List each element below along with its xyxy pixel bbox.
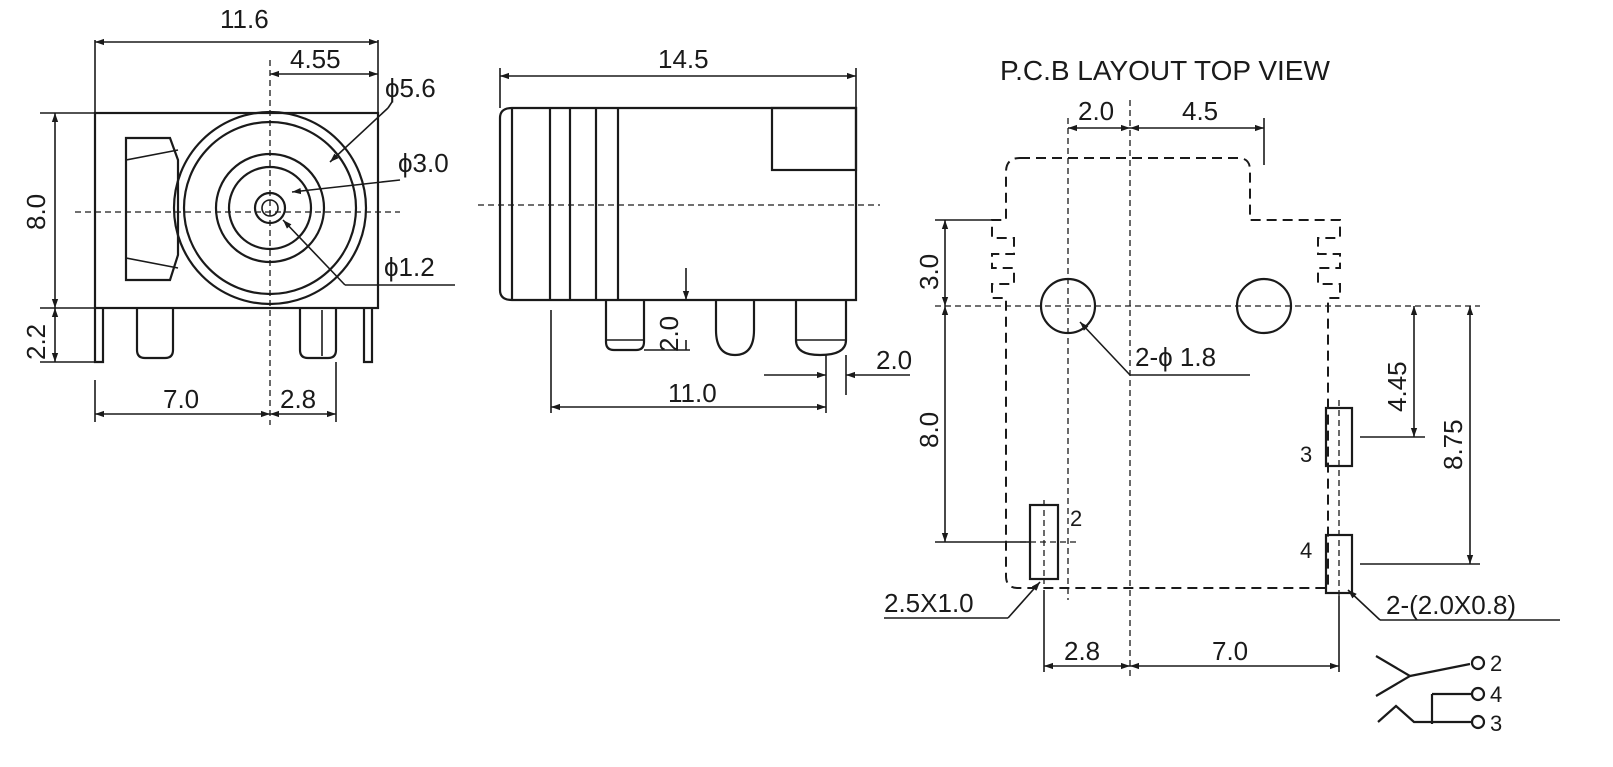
front-view: 11.6 4.55 ϕ5.6 ϕ3.0 ϕ1.2 8.0 2.2 7.0 2.8 <box>21 4 455 425</box>
dim-7-0-front: 7.0 <box>163 384 199 414</box>
schematic-pin-3: 3 <box>1490 711 1502 736</box>
dim-dia-5-6: ϕ5.6 <box>385 73 436 103</box>
dim-hole-dia: 2-ϕ 1.8 <box>1135 342 1216 372</box>
pcb-layout-view: P.C.B LAYOUT TOP VIEW 2 3 4 2.0 4.5 3.0 <box>884 55 1560 680</box>
dim-11-6: 11.6 <box>220 4 269 34</box>
dim-2-0-pin: 2.0 <box>654 316 684 352</box>
dim-8-0-front: 8.0 <box>21 194 51 230</box>
dim-7-0-bottom: 7.0 <box>1212 636 1248 666</box>
dim-4-45: 4.45 <box>1382 361 1412 412</box>
dim-pad-2x2-0x0-8: 2-(2.0X0.8) <box>1386 590 1516 620</box>
dim-4-5-top: 4.5 <box>1182 96 1218 126</box>
pcb-pin-4-label: 4 <box>1300 538 1312 563</box>
side-view: 14.5 2.0 2.0 11.0 <box>478 44 912 413</box>
dim-11-0: 11.0 <box>668 378 717 408</box>
dim-2-0-gap: 2.0 <box>876 345 912 375</box>
dim-2-2: 2.2 <box>21 324 51 360</box>
dim-dia-3-0: ϕ3.0 <box>398 148 449 178</box>
dim-2-8-bottom: 2.8 <box>1064 636 1100 666</box>
dim-pad-2-5x1-0: 2.5X1.0 <box>884 588 974 618</box>
pin-schematic: 2 4 3 <box>1375 651 1502 736</box>
dim-3-0-left: 3.0 <box>914 254 944 290</box>
pcb-pin-2-label: 2 <box>1070 506 1082 531</box>
schematic-pin-2: 2 <box>1490 651 1502 676</box>
pcb-pin-3-label: 3 <box>1300 442 1312 467</box>
dim-8-75: 8.75 <box>1438 419 1468 470</box>
schematic-pin-4: 4 <box>1490 682 1502 707</box>
dim-14-5: 14.5 <box>658 44 709 74</box>
pcb-title: P.C.B LAYOUT TOP VIEW <box>1000 55 1330 86</box>
dim-2-8-front: 2.8 <box>280 384 316 414</box>
dim-4-55: 4.55 <box>290 44 341 74</box>
dim-2-0-top: 2.0 <box>1078 96 1114 126</box>
dim-8-0-left: 8.0 <box>914 412 944 448</box>
dim-dia-1-2: ϕ1.2 <box>384 252 435 282</box>
